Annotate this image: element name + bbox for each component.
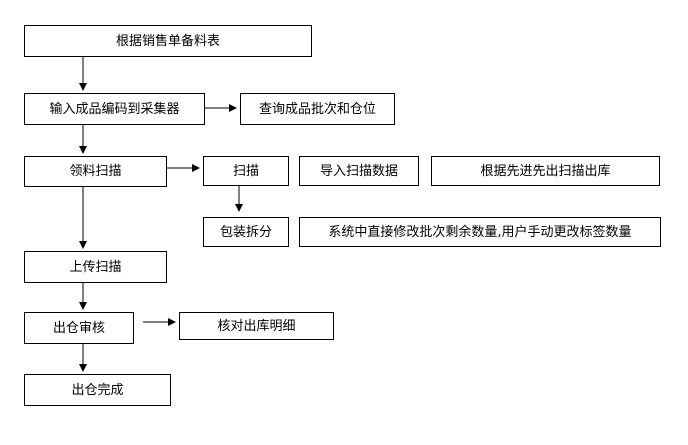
node-pick-scan: 领料扫描 <box>24 156 167 187</box>
node-system-modify-qty: 系统中直接修改批次剩余数量,用户手动更改标签数量 <box>299 217 661 247</box>
node-check-details: 核对出库明细 <box>179 312 334 340</box>
node-query-batch: 查询成品批次和仓位 <box>240 93 395 125</box>
node-outbound-complete: 出仓完成 <box>24 374 171 406</box>
node-fifo-scan-out: 根据先进先出扫描出库 <box>431 156 660 186</box>
node-outbound-review: 出仓审核 <box>24 312 134 344</box>
node-upload-scan: 上传扫描 <box>24 251 167 283</box>
node-split-pack: 包装拆分 <box>203 217 289 247</box>
node-scan: 扫描 <box>203 156 289 186</box>
node-import-scan-data: 导入扫描数据 <box>299 156 419 186</box>
node-input-code: 输入成品编码到采集器 <box>24 93 205 125</box>
node-bom-table: 根据销售单备料表 <box>24 25 312 57</box>
